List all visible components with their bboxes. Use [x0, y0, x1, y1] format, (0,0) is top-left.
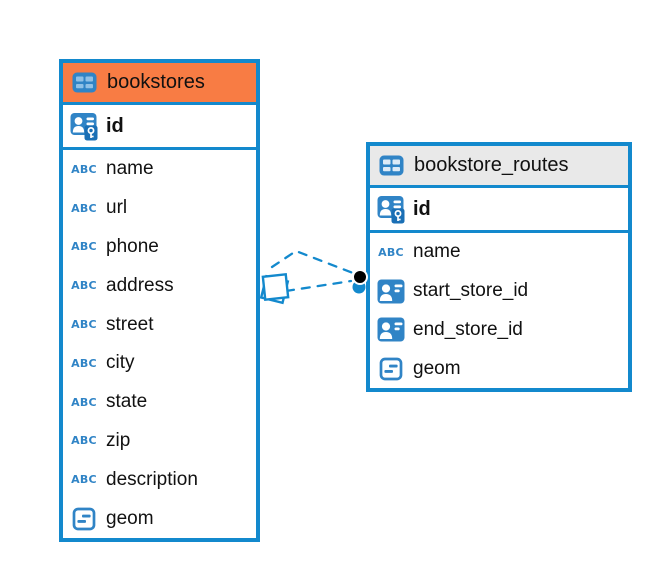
- table-title: bookstore_routes: [414, 154, 569, 176]
- column-row[interactable]: ABC city: [63, 343, 256, 383]
- column-name: name: [413, 241, 461, 263]
- column-name: address: [106, 274, 174, 296]
- text-type-icon: ABC: [71, 356, 97, 370]
- relationship-line-start-store[interactable]: [270, 249, 355, 275]
- column-name: zip: [106, 429, 131, 451]
- primary-key-label: id: [106, 114, 124, 137]
- column-row[interactable]: end_store_id: [370, 310, 628, 350]
- relationship-line-end-store[interactable]: [284, 279, 353, 293]
- primary-key-label: id: [413, 197, 431, 220]
- column-name: geom: [413, 357, 461, 379]
- column-name: geom: [106, 507, 154, 529]
- text-type-icon: ABC: [71, 473, 97, 487]
- text-type-icon: ABC: [71, 201, 97, 215]
- column-name: state: [106, 391, 148, 413]
- reference-id-type-icon: [376, 317, 406, 342]
- table-icon: [69, 72, 99, 93]
- column-name: start_store_id: [413, 280, 529, 302]
- column-row[interactable]: ABC url: [63, 188, 256, 228]
- column-row[interactable]: ABC state: [63, 382, 256, 422]
- relationship-target-marker[interactable]: [352, 269, 368, 294]
- column-row[interactable]: geom: [370, 349, 628, 389]
- reference-id-type-icon: [376, 279, 406, 304]
- column-row[interactable]: ABC name: [63, 150, 256, 189]
- column-name: name: [106, 158, 154, 180]
- column-row-pk[interactable]: id: [370, 188, 628, 233]
- column-row[interactable]: ABC phone: [63, 227, 256, 267]
- column-row[interactable]: ABC street: [63, 305, 256, 344]
- text-type-icon: ABC: [71, 279, 97, 293]
- text-type-icon: ABC: [71, 395, 97, 409]
- table-header-bookstore-routes[interactable]: bookstore_routes: [370, 146, 628, 188]
- relationship-source-marker[interactable]: [259, 273, 290, 305]
- primary-key-icon: [69, 112, 99, 141]
- column-row-pk[interactable]: id: [63, 105, 256, 150]
- table-title: bookstores: [107, 71, 205, 93]
- text-type-icon: ABC: [71, 318, 97, 332]
- column-row[interactable]: start_store_id: [370, 271, 628, 311]
- text-type-icon: ABC: [71, 162, 97, 176]
- table-header-bookstores[interactable]: bookstores: [63, 63, 256, 105]
- column-name: description: [106, 468, 198, 490]
- column-name: end_store_id: [413, 318, 523, 340]
- column-name: city: [106, 352, 135, 374]
- column-row[interactable]: ABC address: [63, 266, 256, 306]
- column-row[interactable]: ABC zip: [63, 421, 256, 461]
- text-type-icon: ABC: [71, 240, 97, 254]
- geometry-type-icon: [69, 507, 99, 531]
- column-row[interactable]: ABC name: [370, 233, 628, 272]
- table-icon: [376, 155, 406, 176]
- primary-key-icon: [376, 195, 406, 224]
- table-node-bookstores[interactable]: bookstores id ABC name: [59, 59, 260, 542]
- text-type-icon: ABC: [71, 434, 97, 448]
- text-type-icon: ABC: [378, 245, 404, 259]
- geometry-type-icon: [376, 357, 406, 381]
- column-name: url: [106, 197, 128, 219]
- column-name: street: [106, 313, 154, 335]
- table-node-bookstore-routes[interactable]: bookstore_routes id ABC name: [366, 142, 632, 393]
- column-row[interactable]: ABC description: [63, 460, 256, 500]
- column-name: phone: [106, 235, 159, 257]
- column-row[interactable]: geom: [63, 499, 256, 538]
